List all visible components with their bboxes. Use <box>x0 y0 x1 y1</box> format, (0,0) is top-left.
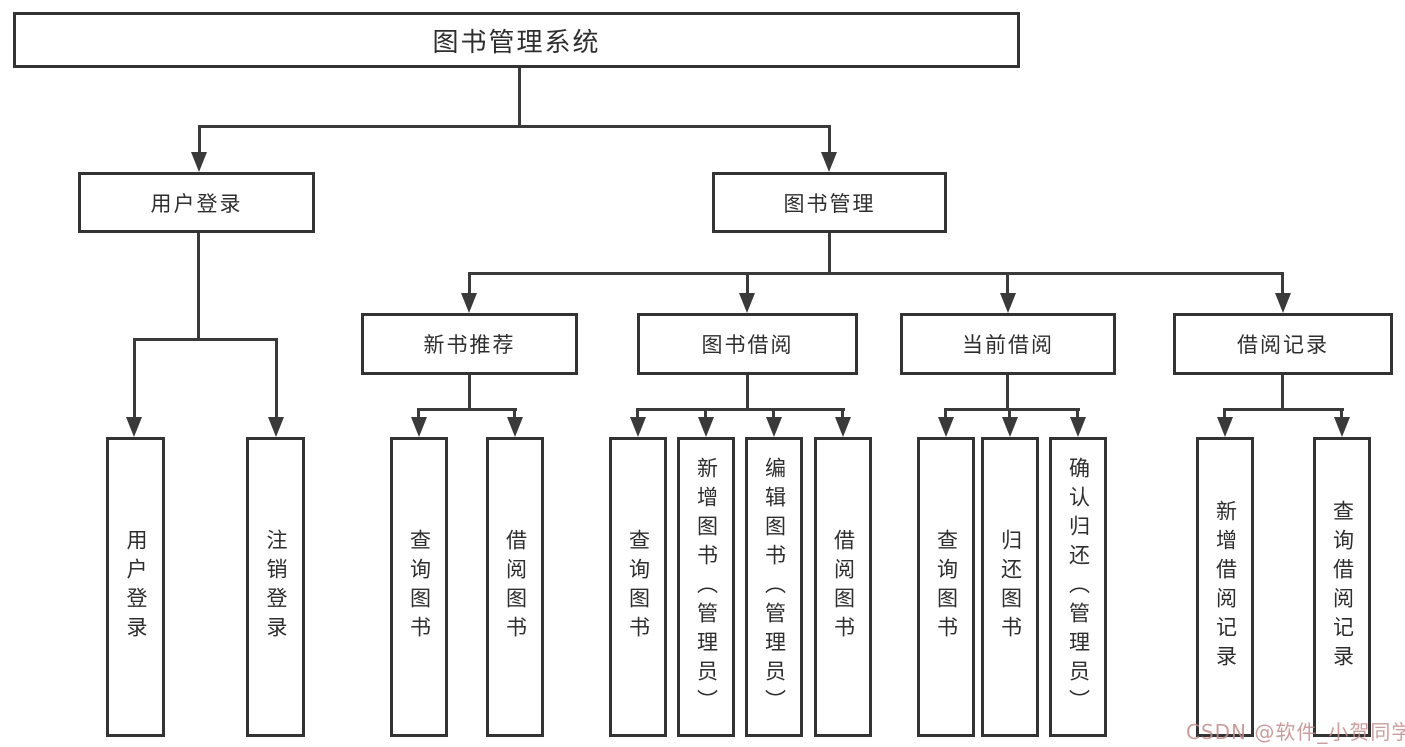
leaf-query-book: 查询图书 <box>390 437 448 737</box>
arrow-down-icon <box>1000 293 1016 313</box>
arrow-down-icon <box>698 417 714 437</box>
connector-line <box>518 68 521 125</box>
arrow-down-icon <box>461 293 477 313</box>
connector-line <box>1281 272 1284 294</box>
connector-line <box>468 375 471 408</box>
arrow-down-icon <box>1334 417 1350 437</box>
arrow-down-icon <box>126 417 142 437</box>
connector-line <box>417 408 420 419</box>
connector-line <box>1340 408 1343 419</box>
connector-line <box>636 408 845 411</box>
arrow-down-icon <box>739 293 755 313</box>
connector-line <box>1006 375 1009 408</box>
leaf-query-book: 查询图书 <box>917 437 975 737</box>
connector-line <box>513 408 516 419</box>
arrow-down-icon <box>1275 293 1291 313</box>
connector-line <box>772 408 775 419</box>
connector-line <box>1223 408 1226 419</box>
connector-line <box>841 408 844 419</box>
arrow-down-icon <box>1002 417 1018 437</box>
connector-line <box>1076 408 1079 419</box>
leaf-add-borrow-record: 新增借阅记录 <box>1196 437 1254 737</box>
connector-line <box>746 375 749 408</box>
node-book-management: 图书管理 <box>712 172 947 233</box>
connector-line <box>198 125 201 153</box>
arrow-down-icon <box>1217 417 1233 437</box>
connector-line <box>468 272 1284 275</box>
node-borrowing-records: 借阅记录 <box>1173 313 1393 375</box>
connector-line <box>133 338 278 341</box>
connector-line <box>636 408 639 419</box>
arrow-down-icon <box>1070 417 1086 437</box>
arrow-down-icon <box>191 152 207 172</box>
arrow-down-icon <box>507 417 523 437</box>
connector-line <box>1281 375 1284 408</box>
arrow-down-icon <box>821 152 837 172</box>
leaf-return-book: 归还图书 <box>981 437 1039 737</box>
connector-line <box>828 233 831 272</box>
connector-line <box>944 408 1080 411</box>
arrow-down-icon <box>411 417 427 437</box>
node-user-login: 用户登录 <box>78 172 315 233</box>
connector-line <box>1008 408 1011 419</box>
node-root: 图书管理系统 <box>13 12 1020 68</box>
arrow-down-icon <box>835 417 851 437</box>
node-new-book-recommendation: 新书推荐 <box>361 313 578 375</box>
connector-line <box>198 125 831 128</box>
leaf-query-book: 查询图书 <box>609 437 667 737</box>
node-book-borrowing: 图书借阅 <box>637 313 858 375</box>
leaf-add-book-admin: 新增图书（管理员） <box>677 437 735 737</box>
connector-line <box>197 233 200 338</box>
connector-line <box>704 408 707 419</box>
connector-line <box>133 338 136 418</box>
node-current-borrowing: 当前借阅 <box>900 313 1116 375</box>
connector-line <box>746 272 749 294</box>
leaf-logout: 注销登录 <box>246 437 305 737</box>
leaf-user-login: 用户登录 <box>106 437 165 737</box>
arrow-down-icon <box>766 417 782 437</box>
connector-line <box>1223 408 1344 411</box>
leaf-borrow-book: 借阅图书 <box>814 437 872 737</box>
connector-line <box>944 408 947 419</box>
arrow-down-icon <box>938 417 954 437</box>
connector-line <box>468 272 471 294</box>
arrow-down-icon <box>268 417 284 437</box>
connector-line <box>1006 272 1009 294</box>
leaf-query-borrow-record: 查询借阅记录 <box>1313 437 1371 737</box>
leaf-confirm-return-admin: 确认归还（管理员） <box>1049 437 1107 737</box>
connector-line <box>275 338 278 418</box>
leaf-borrow-book: 借阅图书 <box>486 437 544 737</box>
arrow-down-icon <box>630 417 646 437</box>
connector-line <box>417 408 517 411</box>
watermark: CSDN @软件_小贺同学 <box>1186 720 1405 744</box>
connector-line <box>828 125 831 153</box>
leaf-edit-book-admin: 编辑图书（管理员） <box>745 437 803 737</box>
